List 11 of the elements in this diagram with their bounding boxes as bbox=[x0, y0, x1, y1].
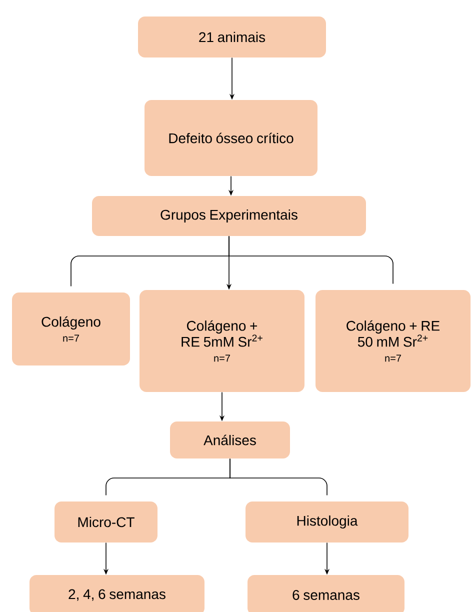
process-box: Histologia bbox=[246, 502, 408, 542]
process-box: Defeito ósseo crítico bbox=[144, 100, 318, 176]
process-box: Colágeno + RE 5mM Sr$^{2+}$ n=7 bbox=[140, 290, 304, 392]
process-box: 2, 4, 6 semanas bbox=[30, 575, 204, 612]
process-box: 6 semanas bbox=[248, 575, 404, 612]
process-box: Análises bbox=[170, 422, 290, 458]
process-box: Colágeno n=7 bbox=[12, 292, 130, 366]
process-box: Micro-CT bbox=[54, 502, 158, 542]
process-box: Colágeno + RE 50 mM Sr$^{2+}$ n=7 bbox=[316, 290, 470, 392]
process-box: 21 animais bbox=[138, 16, 326, 58]
process-box: Grupos Experimentais bbox=[92, 196, 366, 236]
